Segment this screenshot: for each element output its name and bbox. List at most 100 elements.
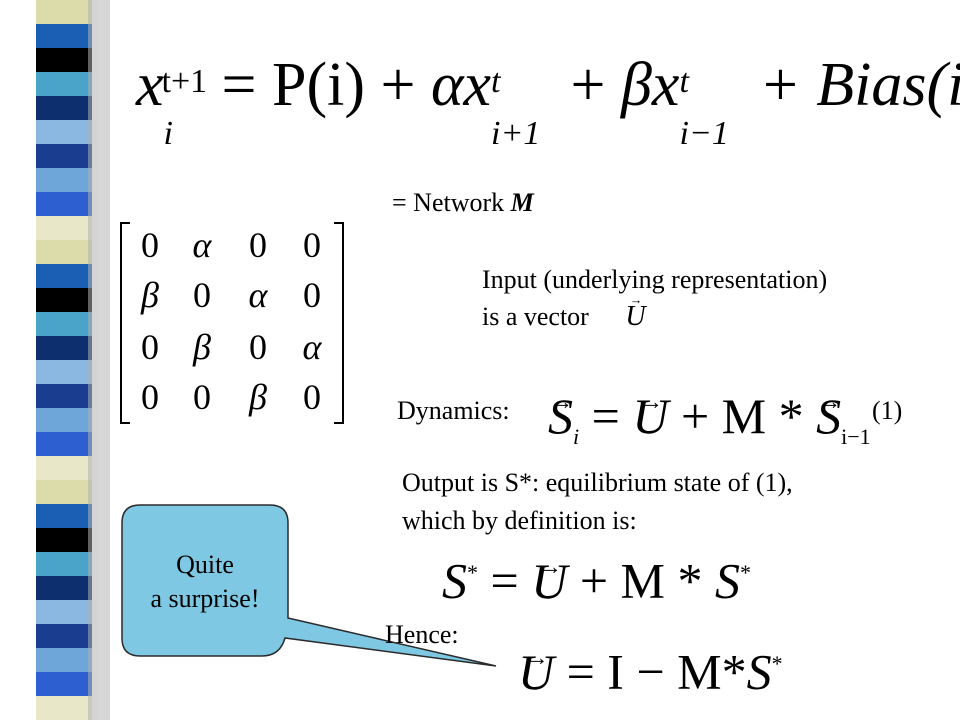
lhs-x: x xyxy=(136,51,164,119)
strip-block xyxy=(36,96,92,120)
matrix-cell: 0 xyxy=(141,377,159,417)
strip-block xyxy=(36,624,92,648)
strip-block xyxy=(36,216,92,240)
matrix-cell: 0 xyxy=(303,275,321,315)
strip-block xyxy=(36,120,92,144)
dyn-u: U xyxy=(632,386,668,446)
matrix-cell: 0 xyxy=(249,327,267,367)
strip-block xyxy=(36,696,92,720)
input-vector-symbol: U xyxy=(625,301,645,333)
matrix-cell: α xyxy=(302,327,322,367)
strip-block xyxy=(36,432,92,456)
x-term-1: x xyxy=(463,51,492,119)
matrix-cell: β xyxy=(249,377,267,417)
strip-block xyxy=(36,576,92,600)
callout-text: Quite a surprise! xyxy=(122,548,288,616)
dynamics-equation-number: (1) xyxy=(872,396,903,425)
matrix-cell: β xyxy=(141,275,159,315)
x2-sub: i−1 xyxy=(679,115,729,152)
strip-block xyxy=(36,672,92,696)
fp-plus: + M * xyxy=(567,552,715,609)
strip-block xyxy=(36,552,92,576)
x1-sup: t xyxy=(491,63,501,100)
matrix-cell: 0 xyxy=(193,275,211,315)
strip-block xyxy=(36,48,92,72)
matrix-cell: α xyxy=(248,275,268,315)
lhs-sup: t+1 xyxy=(161,63,208,100)
input-line-2: is a vector U xyxy=(482,301,646,333)
strip-block xyxy=(36,240,92,264)
dynamics-equation: Si = U + M * Si−1 xyxy=(548,386,871,467)
strip-block xyxy=(36,528,92,552)
dyn-s: S xyxy=(548,386,573,446)
strip-block xyxy=(36,648,92,672)
hence-rest: = I − M* xyxy=(554,643,747,700)
strip-block xyxy=(36,144,92,168)
strip-block xyxy=(36,360,92,384)
eq-part-3: + Bias(i) xyxy=(758,51,960,119)
matrix-cell: 0 xyxy=(303,377,321,417)
eq-part-2: + xyxy=(555,51,622,119)
fp-s: S xyxy=(442,552,467,609)
strip-block xyxy=(36,288,92,312)
network-label: = Network M xyxy=(392,188,534,218)
dyn-plus: + M * xyxy=(668,388,817,444)
fp-s-sup: * xyxy=(467,560,478,585)
strip-block xyxy=(36,456,92,480)
strip-block xyxy=(36,384,92,408)
dyn-s2: S xyxy=(816,386,841,446)
strip-block xyxy=(36,600,92,624)
hence-label: Hence: xyxy=(385,620,459,649)
lhs-sub: i xyxy=(163,115,173,152)
output-line-1: Output is S*: equilibrium state of (1), xyxy=(402,468,793,497)
network-label-text: = Network xyxy=(392,188,511,217)
x2-sup: t xyxy=(679,63,689,100)
strip-block xyxy=(36,192,92,216)
dyn-eq: = xyxy=(579,388,633,444)
strip-block xyxy=(36,72,92,96)
dyn-s-sub: i xyxy=(573,424,580,449)
matrix-cell: 0 xyxy=(141,225,159,265)
matrix-bracket-right xyxy=(334,222,344,424)
matrix-bracket-left xyxy=(120,222,130,424)
matrix-cell: 0 xyxy=(303,225,321,265)
strip-block xyxy=(36,264,92,288)
matrix-cell: β xyxy=(193,327,211,367)
callout-line-2: a surprise! xyxy=(150,584,260,613)
fixed-point-equation: S* = U + M * S* xyxy=(442,543,751,611)
hence-equation: U = I − M*S* xyxy=(518,634,783,702)
callout-line-1: Quite xyxy=(176,550,234,579)
strip-block xyxy=(36,480,92,504)
hence-s-sup: * xyxy=(771,651,783,676)
alpha-symbol: α xyxy=(430,51,464,119)
fp-eq: = xyxy=(478,552,532,609)
x1-sub: i+1 xyxy=(491,115,541,152)
fp-s2: S xyxy=(714,552,740,609)
dynamics-label: Dynamics: xyxy=(397,396,510,425)
strip-block xyxy=(36,504,92,528)
network-symbol: M xyxy=(510,188,534,217)
matrix-cell: 0 xyxy=(249,225,267,265)
strip-block xyxy=(36,312,92,336)
strip-block xyxy=(36,0,92,24)
eq-part-1: = P(i) + xyxy=(221,51,431,119)
strip-block xyxy=(36,24,92,48)
matrix-cell: 0 xyxy=(193,377,211,417)
matrix-cell: 0 xyxy=(141,327,159,367)
input-line-2-text: is a vector xyxy=(482,302,589,331)
strip-block xyxy=(36,336,92,360)
matrix-cell: α xyxy=(192,225,212,265)
strip-block xyxy=(36,408,92,432)
dyn-s2-sub: i−1 xyxy=(841,424,871,449)
strip-block xyxy=(36,168,92,192)
decorative-left-strip xyxy=(0,0,110,720)
output-line-2: which by definition is: xyxy=(402,506,637,535)
beta-symbol: β xyxy=(621,51,652,119)
fp-u: U xyxy=(531,551,567,611)
input-line-1: Input (underlying representation) xyxy=(482,265,828,294)
hence-u: U xyxy=(518,642,554,702)
x-term-2: x xyxy=(651,51,680,119)
